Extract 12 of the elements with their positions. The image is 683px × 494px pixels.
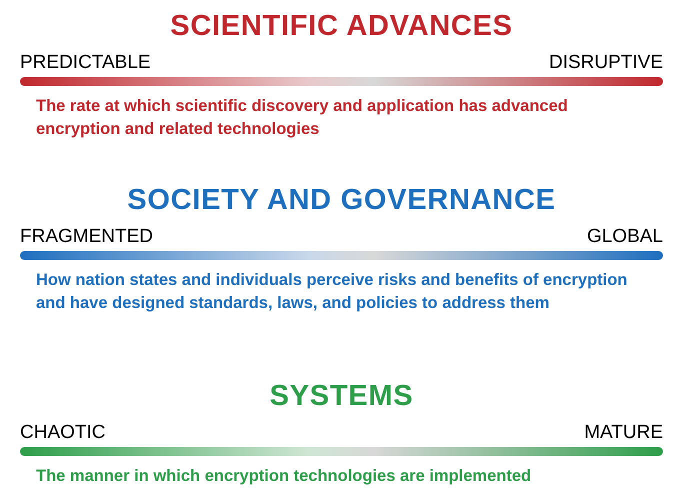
scale-end-label: PREDICTABLE	[20, 52, 151, 74]
scale-end-label: MATURE	[584, 422, 663, 444]
section-heading: SOCIETY AND GOVERNANCE	[127, 183, 556, 218]
scale-end-label: CHAOTIC	[20, 422, 106, 444]
description-text: The manner in which encryption technologies are implemented	[36, 466, 532, 487]
section-heading: SYSTEMS	[270, 379, 414, 414]
description-text: How nation states and individuals perceive risks and benefits of encryption and have designed standards, laws, and policies to address them	[36, 270, 628, 314]
scale-end-label: GLOBAL	[586, 226, 663, 248]
section-heading: SCIENTIFIC ADVANCES	[170, 9, 513, 44]
description-text: The rate at which scientific discovery and application has advanced encryption and related technologies	[36, 96, 569, 140]
scale-end-label: DISRUPTIVE	[548, 52, 663, 74]
scale-end-label: FRAGMENTED	[20, 226, 153, 248]
